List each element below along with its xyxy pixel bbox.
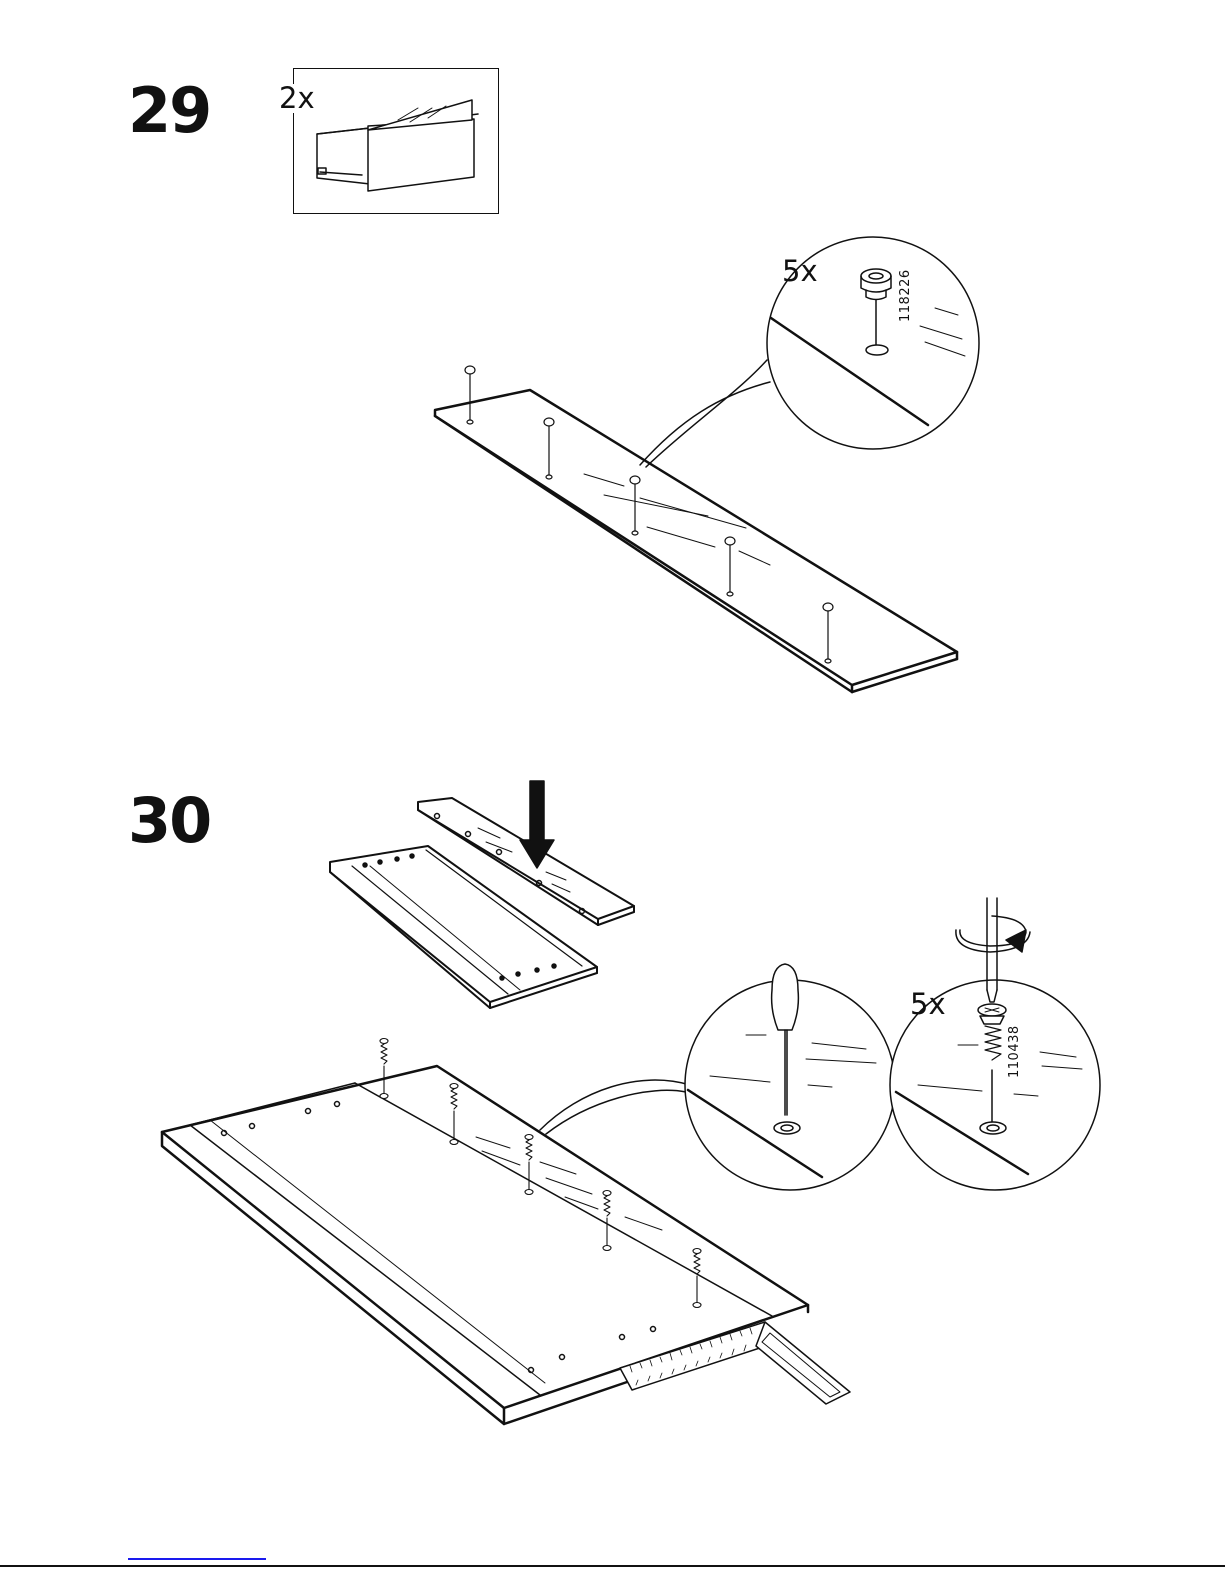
dowel-quantity: 5x [782,257,818,286]
screwdriver-detail-callout [890,898,1100,1190]
rotate-arrow-icon [956,916,1030,952]
drawer-icon [317,100,478,191]
footer-link[interactable] [128,1558,266,1560]
step-number-30: 30 [128,790,210,852]
dowel-part-number: 118226 [898,269,913,322]
screw-part-number: 110438 [1007,1025,1022,1078]
footer-rule [0,1565,1225,1567]
awl-detail-callout [685,964,895,1190]
screw-quantity: 5x [910,990,946,1019]
